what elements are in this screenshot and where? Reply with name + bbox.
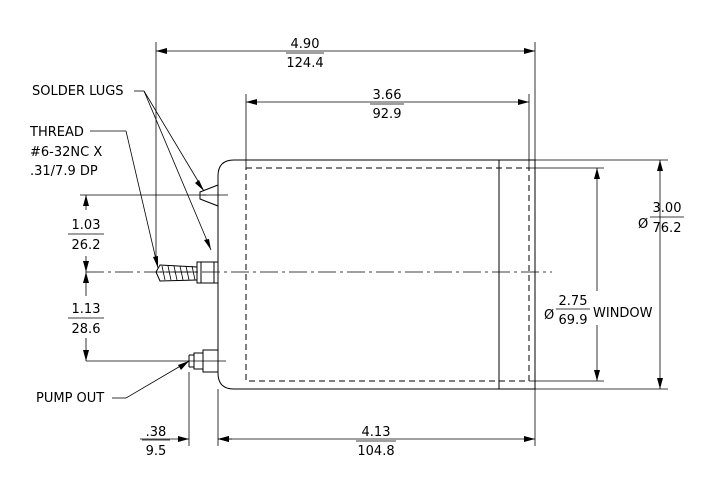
body-outline — [217, 159, 536, 390]
extension-lines — [80, 42, 668, 446]
thread-label-1: THREAD — [29, 125, 84, 140]
dim-window-diameter: Ø 2.75 69.9 WINDOW — [544, 168, 653, 381]
dim-outer-diameter-in: 3.00 — [653, 201, 682, 216]
dim-window-length-mm: 92.9 — [373, 107, 402, 122]
solder-lugs-label: SOLDER LUGS — [32, 84, 124, 99]
dim-lower-offset: 1.13 28.6 — [68, 272, 104, 361]
threaded-stud-shape — [155, 261, 219, 284]
outer-diameter-symbol: Ø — [638, 217, 648, 232]
dim-flange-in: .38 — [146, 425, 167, 440]
dim-window-length-in: 3.66 — [373, 88, 402, 103]
dim-overall-length: 4.90 124.4 — [156, 37, 535, 71]
dim-window-length: 3.66 92.9 — [246, 88, 529, 122]
pump-out-label: PUMP OUT — [36, 391, 104, 406]
dim-flange-mm: 9.5 — [146, 444, 167, 459]
dim-upper-offset-in: 1.03 — [72, 218, 101, 233]
dim-outer-diameter-mm: 76.2 — [653, 221, 682, 236]
window-diameter-symbol: Ø — [544, 308, 554, 323]
pump-out-tube-shape — [86, 349, 226, 373]
window-label: WINDOW — [593, 306, 653, 321]
dim-body-length-mm: 104.8 — [357, 444, 394, 459]
thread-label-2: #6-32NC X — [30, 145, 102, 160]
solder-lug-shape — [199, 184, 228, 207]
thread-label-3: .31/7.9 DP — [30, 164, 98, 179]
dim-body-length: 4.13 104.8 — [218, 425, 535, 459]
dim-upper-offset-mm: 26.2 — [72, 238, 101, 253]
dim-upper-offset: 1.03 26.2 — [68, 195, 104, 272]
dim-lower-offset-in: 1.13 — [72, 302, 101, 317]
inner-cavity-dashed — [245, 167, 530, 382]
dim-lower-offset-mm: 28.6 — [72, 322, 101, 337]
dim-flange: .38 9.5 — [140, 425, 232, 459]
callout-thread: THREAD #6-32NC X .31/7.9 DP — [29, 125, 159, 269]
callout-solder-lugs: SOLDER LUGS — [32, 84, 212, 251]
dim-body-length-in: 4.13 — [362, 425, 391, 440]
dim-window-diameter-in: 2.75 — [559, 294, 588, 309]
dim-outer-diameter: Ø 3.00 76.2 — [638, 160, 684, 389]
dim-overall-length-mm: 124.4 — [286, 56, 323, 71]
dim-overall-length-in: 4.90 — [291, 37, 320, 52]
dim-window-diameter-mm: 69.9 — [559, 313, 588, 328]
callout-pump-out: PUMP OUT — [36, 360, 190, 406]
